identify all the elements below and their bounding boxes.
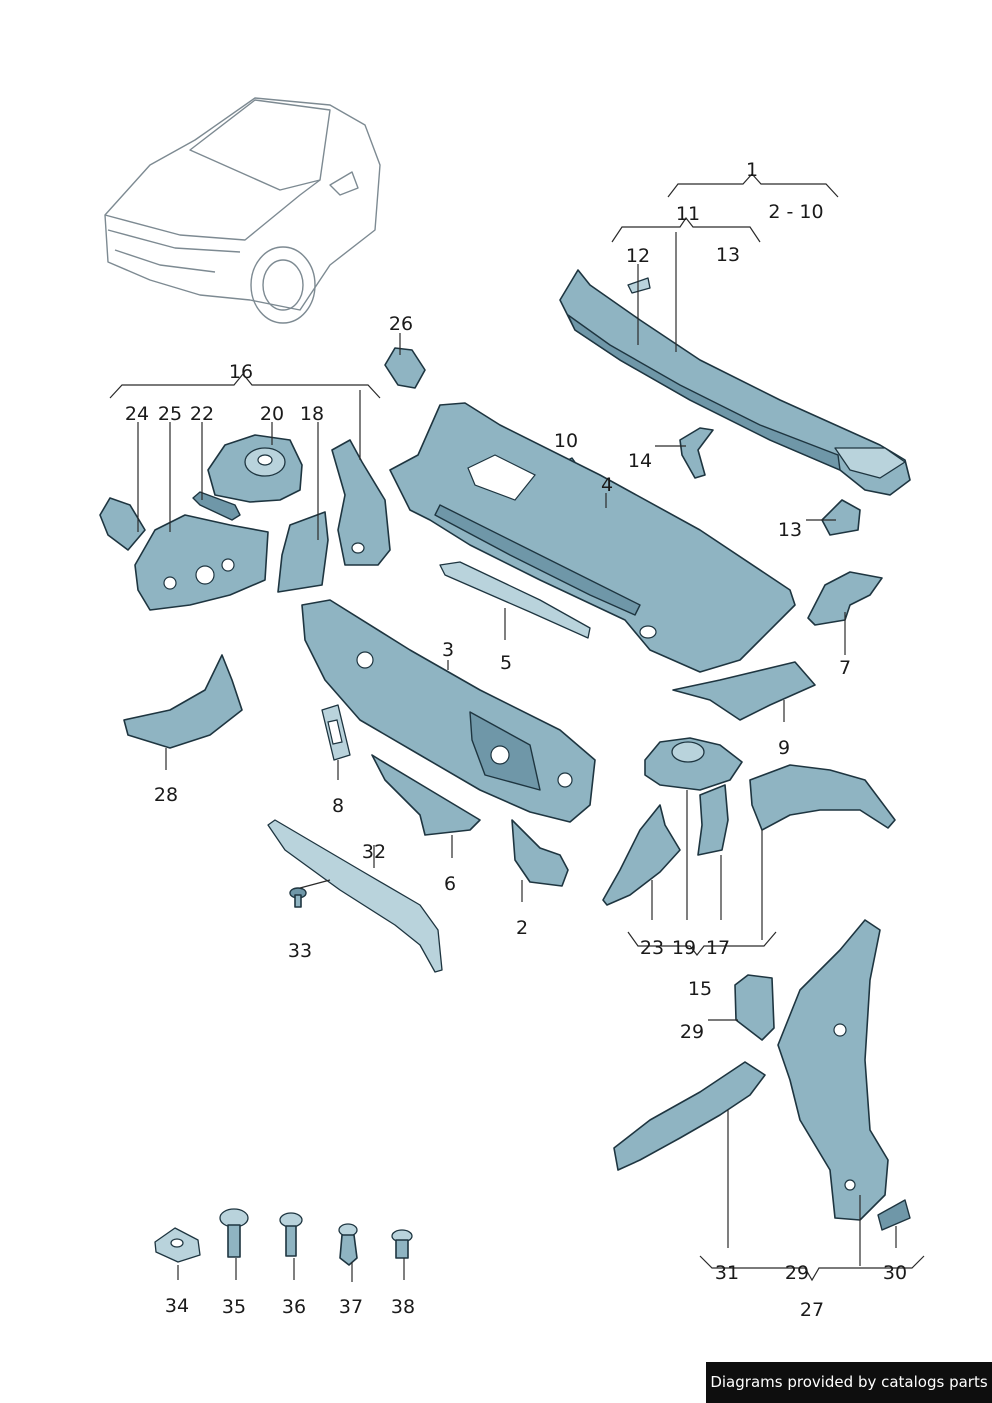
part-14-bracket — [679, 427, 714, 479]
label-9: 9 — [778, 737, 790, 759]
part-20-spring-strut-dome — [207, 434, 303, 503]
leader-lines — [109, 173, 925, 1282]
part-3-bulkhead — [301, 599, 596, 823]
label-32: 32 — [362, 841, 386, 863]
label-37: 37 — [339, 1296, 363, 1318]
part-36-bolt — [279, 1212, 303, 1257]
label-29-upper: 29 — [680, 1021, 704, 1043]
vehicle-illustration — [104, 97, 381, 324]
label-14: 14 — [628, 450, 652, 472]
label-17: 17 — [706, 937, 730, 959]
part-37-clip — [338, 1223, 358, 1266]
part-23-panel — [602, 804, 681, 906]
part-9-panel — [672, 661, 816, 721]
part-17-panel — [697, 784, 729, 856]
label-5: 5 — [500, 652, 512, 674]
part-7-bracket — [807, 571, 883, 626]
part-30-plate — [877, 1199, 911, 1231]
part-31-member — [613, 1061, 766, 1171]
label-19: 19 — [672, 937, 696, 959]
label-18: 18 — [300, 403, 324, 425]
part-26-bracket — [384, 347, 426, 389]
label-28: 28 — [154, 784, 178, 806]
part-8-plate — [321, 704, 351, 761]
label-10: 10 — [554, 430, 578, 452]
label-13-top: 13 — [716, 244, 740, 266]
part-33-screw — [289, 887, 307, 908]
part-4-plenum-panel — [389, 402, 796, 673]
label-6: 6 — [444, 873, 456, 895]
label-15: 15 — [688, 978, 712, 1000]
part-13-bracket-right — [821, 499, 861, 536]
label-1: 1 — [746, 159, 758, 181]
label-31: 31 — [715, 1262, 739, 1284]
part-6-bracket — [371, 754, 481, 836]
label-23: 23 — [640, 937, 664, 959]
label-4: 4 — [601, 474, 613, 496]
part-34-nut — [154, 1227, 201, 1263]
label-33: 33 — [288, 940, 312, 962]
part-25-wheelhouse-panel — [134, 514, 269, 611]
label-36: 36 — [282, 1296, 306, 1318]
part-27-side-panel — [777, 919, 889, 1221]
part-24-bracket — [99, 497, 146, 551]
part-28-longitudinal-member — [123, 654, 243, 749]
label-22: 22 — [190, 403, 214, 425]
label-29-lower: 29 — [785, 1262, 809, 1284]
label-34: 34 — [165, 1295, 189, 1317]
label-12: 12 — [626, 245, 650, 267]
part-35-bolt — [219, 1208, 249, 1258]
label-2-10: 2 - 10 — [768, 201, 823, 223]
part-18-panel — [277, 511, 329, 593]
part-2-bracket — [511, 819, 569, 887]
label-30: 30 — [883, 1262, 907, 1284]
label-16: 16 — [229, 361, 253, 383]
part-5-reinforcement — [439, 561, 591, 639]
label-38: 38 — [391, 1296, 415, 1318]
label-25: 25 — [158, 403, 182, 425]
part-16-strut-tower — [331, 439, 391, 566]
part-29-bracket — [734, 974, 775, 1041]
label-27: 27 — [800, 1299, 824, 1321]
label-7: 7 — [839, 657, 851, 679]
callout-labels: 1 2 - 10 11 12 13 13 14 10 4 26 16 24 25… — [125, 159, 907, 1321]
label-8: 8 — [332, 795, 344, 817]
label-35: 35 — [222, 1296, 246, 1318]
part-32-rail — [267, 819, 443, 973]
part-22-bracket — [192, 491, 241, 521]
label-20: 20 — [260, 403, 284, 425]
part-11-cowl-panel — [559, 269, 911, 496]
label-2: 2 — [516, 917, 528, 939]
part-15-wheelhouse — [749, 764, 896, 831]
part-38-rivet — [391, 1229, 413, 1259]
label-13-bottom: 13 — [778, 519, 802, 541]
part-12-bracket — [627, 277, 651, 294]
label-24: 24 — [125, 403, 149, 425]
label-11: 11 — [676, 203, 700, 225]
credit-banner: Diagrams provided by catalogs parts — [706, 1362, 992, 1403]
label-26: 26 — [389, 313, 413, 335]
label-3: 3 — [442, 639, 454, 661]
part-19-spring-strut-dome — [644, 737, 743, 791]
